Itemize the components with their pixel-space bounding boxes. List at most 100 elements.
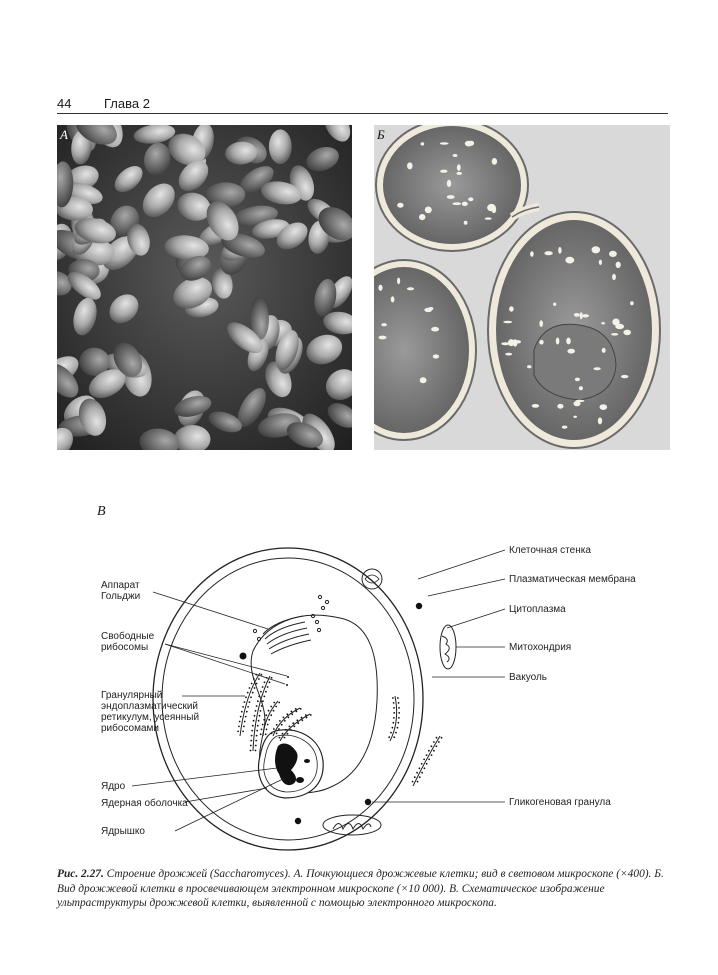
yeast-cell bbox=[74, 217, 116, 244]
label-er-4: рибосомами bbox=[101, 722, 159, 734]
vesicle bbox=[591, 246, 601, 254]
panel-label-b: Б bbox=[377, 127, 385, 142]
yeast-cell bbox=[168, 133, 206, 166]
page-number: 44 bbox=[57, 96, 72, 111]
vesicle bbox=[491, 206, 497, 214]
vesicle bbox=[599, 404, 608, 410]
vesicle bbox=[503, 320, 513, 324]
yeast-cell bbox=[327, 403, 352, 428]
yeast-cell bbox=[57, 427, 73, 450]
vesicle bbox=[378, 284, 383, 291]
vesicle bbox=[565, 256, 575, 264]
tem-yeast-photo bbox=[374, 125, 670, 450]
vesicle bbox=[509, 306, 514, 312]
cell-wall bbox=[152, 547, 424, 851]
yeast-cells bbox=[57, 125, 352, 450]
label-cell-wall: Клеточная стенка bbox=[509, 545, 591, 556]
label-mitochondrion: Митохондрия bbox=[509, 642, 571, 653]
vesicle bbox=[464, 140, 473, 147]
yeast-cell bbox=[318, 207, 352, 241]
vesicle bbox=[508, 339, 515, 347]
yeast-cell bbox=[323, 311, 352, 335]
leader-nucleolus bbox=[174, 777, 286, 832]
vesicle bbox=[397, 277, 401, 285]
vesicle bbox=[611, 333, 619, 336]
vesicle bbox=[397, 202, 404, 208]
panel-label-v: В bbox=[97, 504, 106, 519]
vesicle bbox=[561, 425, 568, 429]
panel-label-a: А bbox=[60, 127, 68, 142]
vesicle bbox=[505, 352, 513, 356]
vesicle bbox=[530, 251, 534, 257]
vesicle bbox=[612, 318, 620, 326]
chapter-title: Глава 2 bbox=[104, 96, 150, 111]
rough-er bbox=[237, 672, 443, 787]
label-nuclear-envelope: Ядерная оболочка bbox=[101, 797, 188, 809]
vesicle bbox=[573, 401, 581, 407]
yeast-cell bbox=[178, 160, 209, 192]
vesicle bbox=[557, 403, 564, 409]
vesicle bbox=[501, 342, 510, 346]
vesicle bbox=[452, 154, 458, 157]
yeast-cell bbox=[164, 235, 209, 260]
vesicle bbox=[597, 417, 603, 425]
yeast-cell bbox=[78, 398, 107, 436]
leader-envelope bbox=[184, 787, 268, 803]
golgi-apparatus bbox=[252, 594, 330, 655]
vesicle bbox=[630, 301, 634, 306]
yeast-cell bbox=[57, 161, 74, 208]
plasma-membrane bbox=[161, 557, 415, 841]
label-vacuole: Вакуоль bbox=[509, 672, 547, 683]
yeast-cell bbox=[211, 268, 233, 299]
leader-cyto bbox=[446, 608, 506, 629]
figure-caption: Рис. 2.27. Строение дрожжей (Saccharomyc… bbox=[57, 867, 669, 911]
vesicle bbox=[539, 320, 543, 327]
vesicle bbox=[601, 347, 606, 353]
yeast-cell bbox=[208, 411, 242, 433]
glycogen-granule bbox=[294, 817, 302, 825]
yeast-cell bbox=[139, 428, 180, 450]
yeast-cell bbox=[260, 181, 302, 205]
vesicle bbox=[420, 142, 425, 146]
vesicle bbox=[555, 337, 560, 345]
nucleolus bbox=[275, 743, 298, 786]
vesicle bbox=[468, 197, 474, 202]
yeast-cell bbox=[325, 369, 352, 400]
er-strand bbox=[412, 735, 441, 787]
yeast-cell bbox=[174, 395, 212, 417]
er-strand bbox=[389, 695, 398, 742]
label-golgi-1: Аппарат bbox=[101, 580, 140, 591]
label-glycogen: Гликогеновая гранула bbox=[509, 797, 611, 808]
yeast-cell-diagram: Аппарат Гольджи Свободные рибосомы Грану… bbox=[101, 545, 636, 851]
vesicle bbox=[544, 251, 553, 256]
yeast-cell bbox=[88, 369, 126, 399]
mitochondrion bbox=[439, 624, 457, 670]
vesicle bbox=[456, 171, 462, 175]
vesicle bbox=[623, 329, 631, 336]
yeast-cell bbox=[133, 125, 176, 144]
vesicle bbox=[446, 195, 455, 199]
yeast-cell bbox=[306, 146, 339, 172]
yeast-cell bbox=[75, 125, 117, 145]
label-er-3: ретикулум, усеянный bbox=[101, 712, 199, 723]
er-strand bbox=[272, 707, 301, 737]
yeast-cell bbox=[173, 424, 211, 450]
sem-yeast-photo bbox=[57, 125, 352, 450]
glycogen-granule bbox=[364, 798, 372, 806]
glycogen-granule bbox=[239, 652, 247, 660]
caption-prefix: Рис. 2.27. bbox=[57, 868, 104, 880]
yeast-cell bbox=[275, 330, 299, 371]
vesicle bbox=[609, 250, 617, 257]
label-nucleolus: Ядрышко bbox=[101, 826, 145, 837]
yeast-cell bbox=[306, 334, 343, 365]
yeast-cell bbox=[57, 271, 72, 296]
yeast-cell bbox=[204, 182, 246, 208]
vesicle bbox=[463, 220, 468, 225]
vesicle bbox=[574, 377, 580, 382]
vesicle bbox=[406, 287, 415, 291]
vesicle bbox=[378, 335, 387, 340]
glycogen-granule bbox=[415, 602, 423, 610]
vesicle bbox=[531, 404, 540, 408]
vesicle bbox=[578, 386, 583, 391]
vacuole-vesicles bbox=[378, 140, 634, 429]
